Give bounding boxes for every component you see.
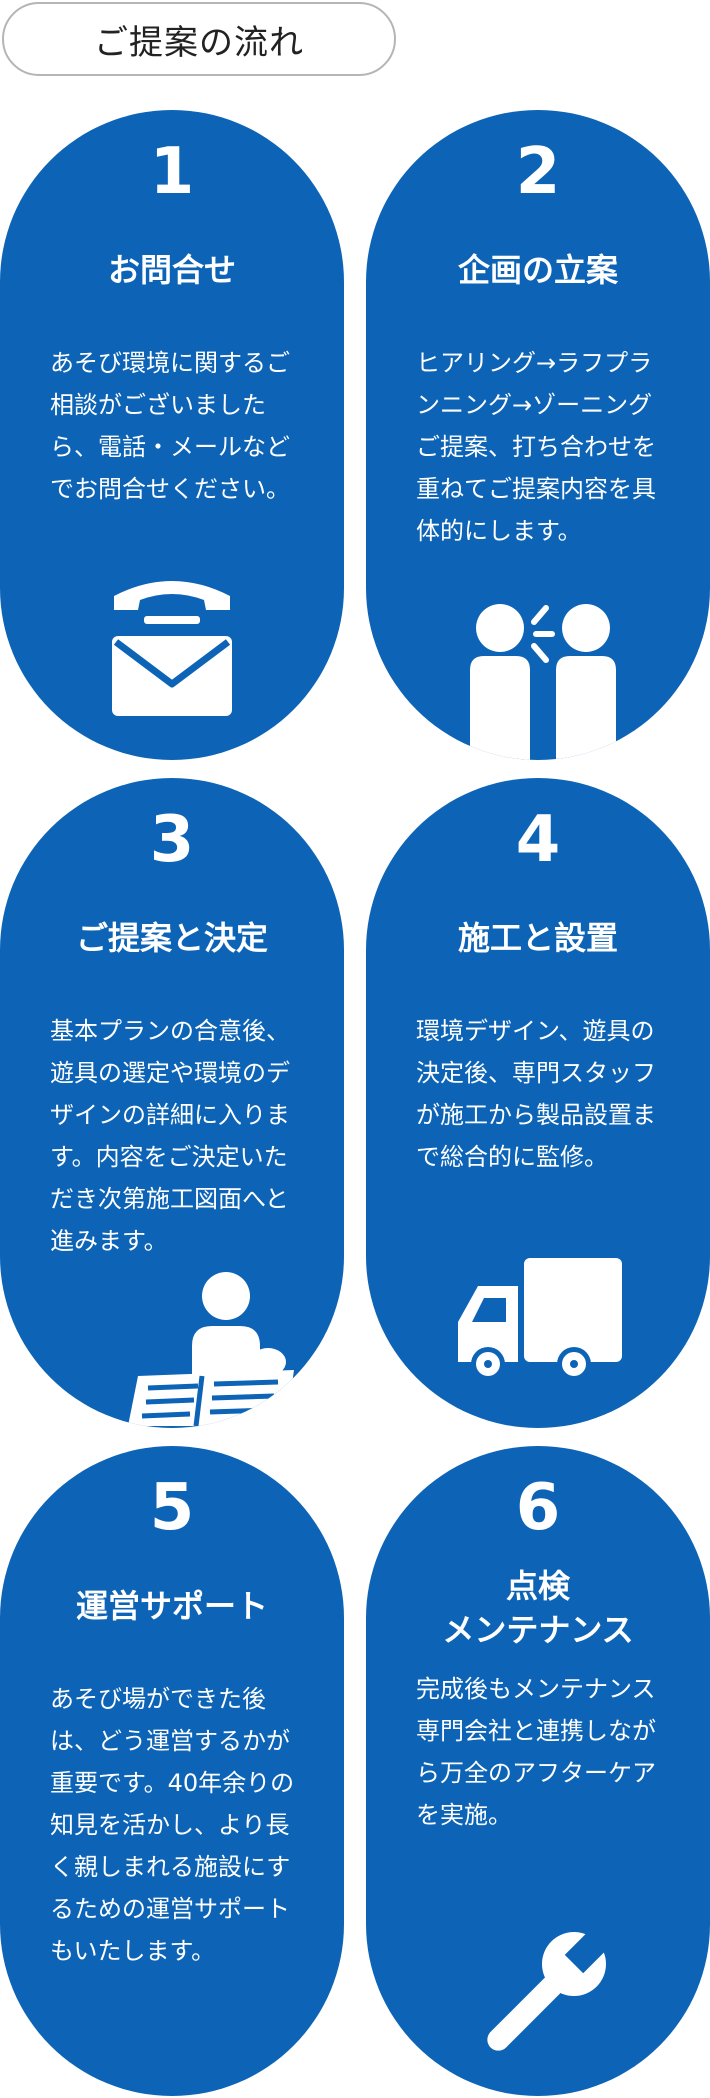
step-card-proposal: 3 ご提案と決定 基本プランの合意後、遊具の選定や環境のデザインの詳細に入ります… xyxy=(0,778,344,1428)
step-title: ご提案と決定 xyxy=(75,919,268,957)
step-card-installation: 4 施工と設置 環境デザイン、遊具の決定後、専門スタッフが施工から製品設置まで総… xyxy=(366,778,710,1428)
wrench-icon xyxy=(470,1918,620,2072)
step-card-operation-support: 5 運営サポート あそび場ができた後は、どう運営するかが重要です。40年余りの知… xyxy=(0,1446,344,2096)
step-card-planning: 2 企画の立案 ヒアリング→ラフプランニング→ゾーニングご提案、打ち合わせを重ね… xyxy=(366,110,710,760)
step-title: 企画の立案 xyxy=(457,251,618,289)
step-description: あそび場ができた後は、どう運営するかが重要です。40年余りの知見を活かし、より長… xyxy=(50,1685,295,1965)
step-title: お問合せ xyxy=(107,251,236,289)
step-description: 環境デザイン、遊具の決定後、専門スタッフが施工から製品設置まで総合的に監修。 xyxy=(416,1017,656,1171)
step-title: 点検 メンテナンス xyxy=(442,1567,634,1649)
truck-icon xyxy=(454,1256,624,1390)
blueprint-decision-icon xyxy=(128,1266,298,1428)
step-card-inquiry: 1 お問合せ あそび環境に関するご相談がございましたら、電話・メールなどでお問合… xyxy=(0,110,344,760)
step-description: 基本プランの合意後、遊具の選定や環境のデザインの詳細に入ります。内容をご決定いた… xyxy=(50,1017,290,1255)
step-description: 完成後もメンテナンス専門会社と連携しながら万全のアフターケアを実施。 xyxy=(416,1675,656,1829)
step-number: 3 xyxy=(149,803,195,877)
step-description: ヒアリング→ラフプランニング→ゾーニングご提案、打ち合わせを重ねてご提案内容を具… xyxy=(416,349,656,545)
step-number: 4 xyxy=(515,803,561,877)
step-title: 施工と設置 xyxy=(457,919,618,957)
section-heading: ご提案の流れ xyxy=(2,2,396,76)
consultation-icon xyxy=(470,586,620,760)
step-number: 2 xyxy=(515,135,561,209)
step-number: 6 xyxy=(515,1471,561,1545)
phone-envelope-icon xyxy=(108,570,236,724)
step-title: 運営サポート xyxy=(75,1587,268,1625)
step-card-maintenance: 6 点検 メンテナンス 完成後もメンテナンス専門会社と連携しながら万全のアフター… xyxy=(366,1446,710,2096)
step-number: 5 xyxy=(149,1471,195,1545)
step-description: あそび環境に関するご相談がございましたら、電話・メールなどでお問合せください。 xyxy=(50,349,290,503)
step-number: 1 xyxy=(149,135,195,209)
